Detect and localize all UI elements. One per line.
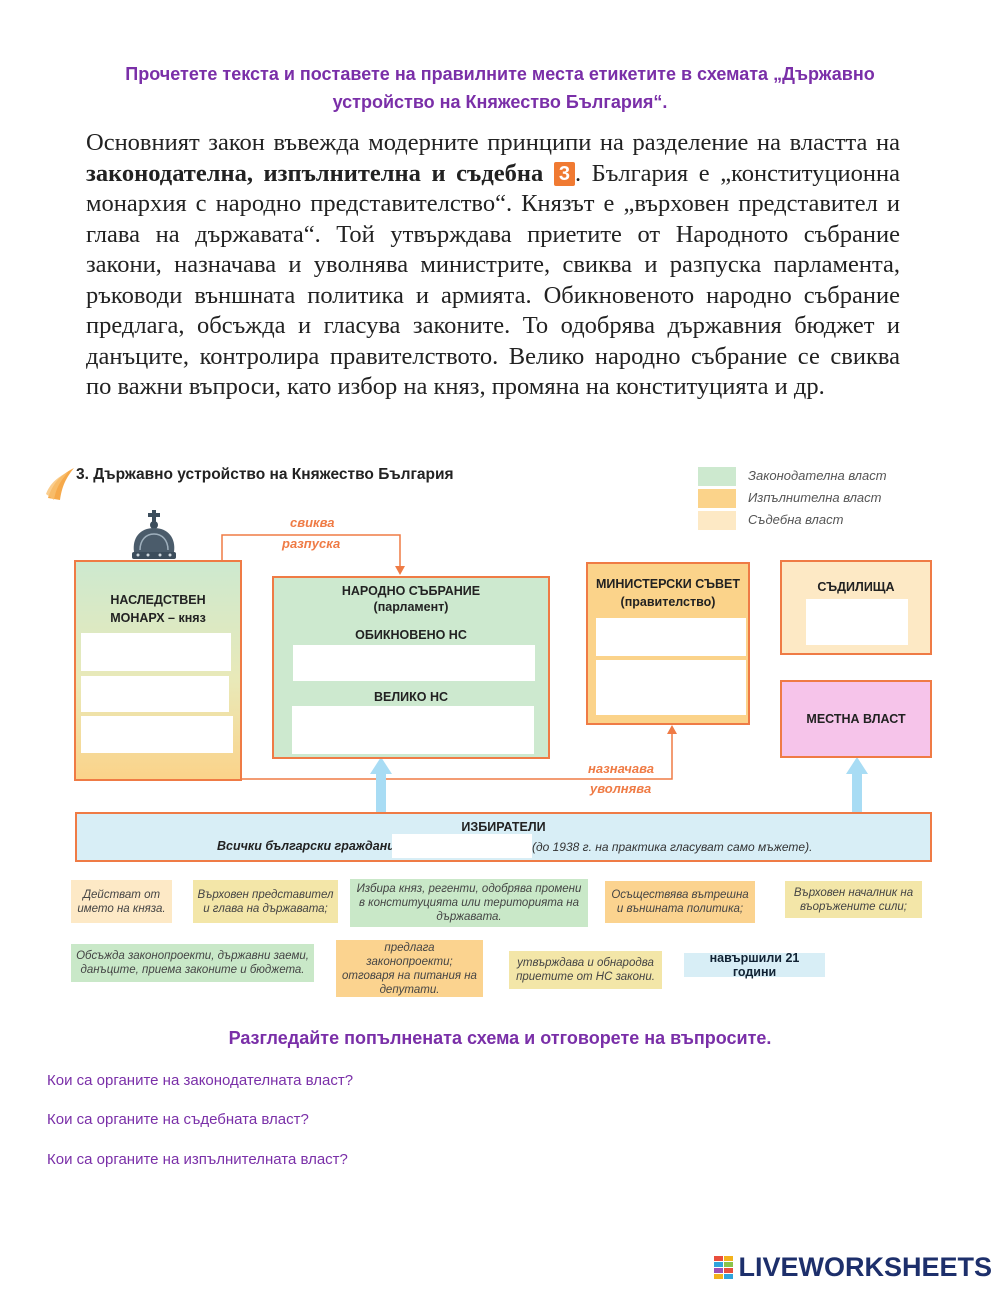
courts-box: СЪДИЛИЩА <box>780 560 932 655</box>
drop-slot-monarch-1[interactable] <box>81 633 231 671</box>
drop-slot-ordinary-assembly[interactable] <box>293 645 535 681</box>
voters-text-start: Всички български граждани, <box>217 839 398 853</box>
draggable-label[interactable]: Върховен представител и глава на държава… <box>193 880 338 923</box>
monarch-box: НАСЛЕДСТВЕН МОНАРХ – княз <box>74 560 242 781</box>
drop-slot-council-2[interactable] <box>596 660 746 715</box>
drop-slot-courts[interactable] <box>806 599 908 645</box>
liveworksheets-logo-icon <box>714 1256 734 1280</box>
local-government-box: МЕСТНА ВЛАСТ <box>780 680 932 758</box>
draggable-label[interactable]: Обсъжда законопроекти, държавни заеми, д… <box>71 944 314 982</box>
question-executive: Кои са органите на изпълнителната власт? <box>47 1151 348 1168</box>
instructions-2: Разгледайте попълнената схема и отговоре… <box>0 1028 1000 1049</box>
voters-text-end: (до 1938 г. на практика гласуват само мъ… <box>532 840 812 854</box>
question-legislative: Кои са органите на законодателната власт… <box>47 1072 353 1089</box>
drop-slot-council-1[interactable] <box>596 618 746 656</box>
crown-icon <box>128 508 180 562</box>
arrow-label-appoints: назначава <box>588 760 654 777</box>
courts-title: СЪДИЛИЩА <box>782 579 930 596</box>
ordinary-assembly-label: ОБИКНОВЕНО НС <box>274 627 548 644</box>
grand-assembly-label: ВЕЛИКО НС <box>274 689 548 706</box>
drop-slot-grand-assembly[interactable] <box>292 706 534 754</box>
local-government-title: МЕСТНА ВЛАСТ <box>782 711 930 728</box>
arrow-label-convenes: свиква <box>290 514 335 531</box>
question-judicial: Кои са органите на съдебната власт? <box>47 1111 309 1128</box>
draggable-label[interactable]: Избира княз, регенти, одобрява промени в… <box>350 879 588 927</box>
draggable-label[interactable]: Действат от името на княза. <box>71 880 172 923</box>
logo-text: LIVEWORKSHEETS <box>738 1252 992 1283</box>
national-assembly-box: НАРОДНО СЪБРАНИЕ (парламент) ОБИКНОВЕНО … <box>272 576 550 759</box>
draggable-label[interactable]: Върховен началник на въоръжените сили; <box>785 881 922 918</box>
draggable-label[interactable]: навършили 21 години <box>684 953 825 977</box>
assembly-subtitle: (парламент) <box>274 599 548 616</box>
council-subtitle: (правителство) <box>588 594 748 611</box>
drop-slot-monarch-3[interactable] <box>81 716 233 753</box>
draggable-label[interactable]: Осъществява вътрешна и външната политика… <box>605 881 755 923</box>
assembly-title: НАРОДНО СЪБРАНИЕ <box>274 583 548 600</box>
draggable-label[interactable]: утвърждава и обнародва приетите от НС за… <box>509 951 662 989</box>
drop-slot-monarch-2[interactable] <box>81 676 229 712</box>
monarch-title-line-2: МОНАРХ – княз <box>76 610 240 627</box>
voters-box: ИЗБИРАТЕЛИ Всички български граждани, (д… <box>75 812 932 862</box>
draggable-label[interactable]: предлага законопроекти; отговаря на пита… <box>336 940 483 997</box>
arrow-label-dismisses: уволнява <box>590 780 651 797</box>
monarch-title-line-1: НАСЛЕДСТВЕН <box>76 592 240 609</box>
council-title: МИНИСТЕРСКИ СЪВЕТ <box>588 576 748 593</box>
liveworksheets-logo: LIVEWORKSHEETS <box>714 1252 992 1283</box>
council-of-ministers-box: МИНИСТЕРСКИ СЪВЕТ (правителство) <box>586 562 750 725</box>
arrow-label-dissolves: разпуска <box>282 535 340 552</box>
drop-slot-voters[interactable] <box>392 834 532 858</box>
